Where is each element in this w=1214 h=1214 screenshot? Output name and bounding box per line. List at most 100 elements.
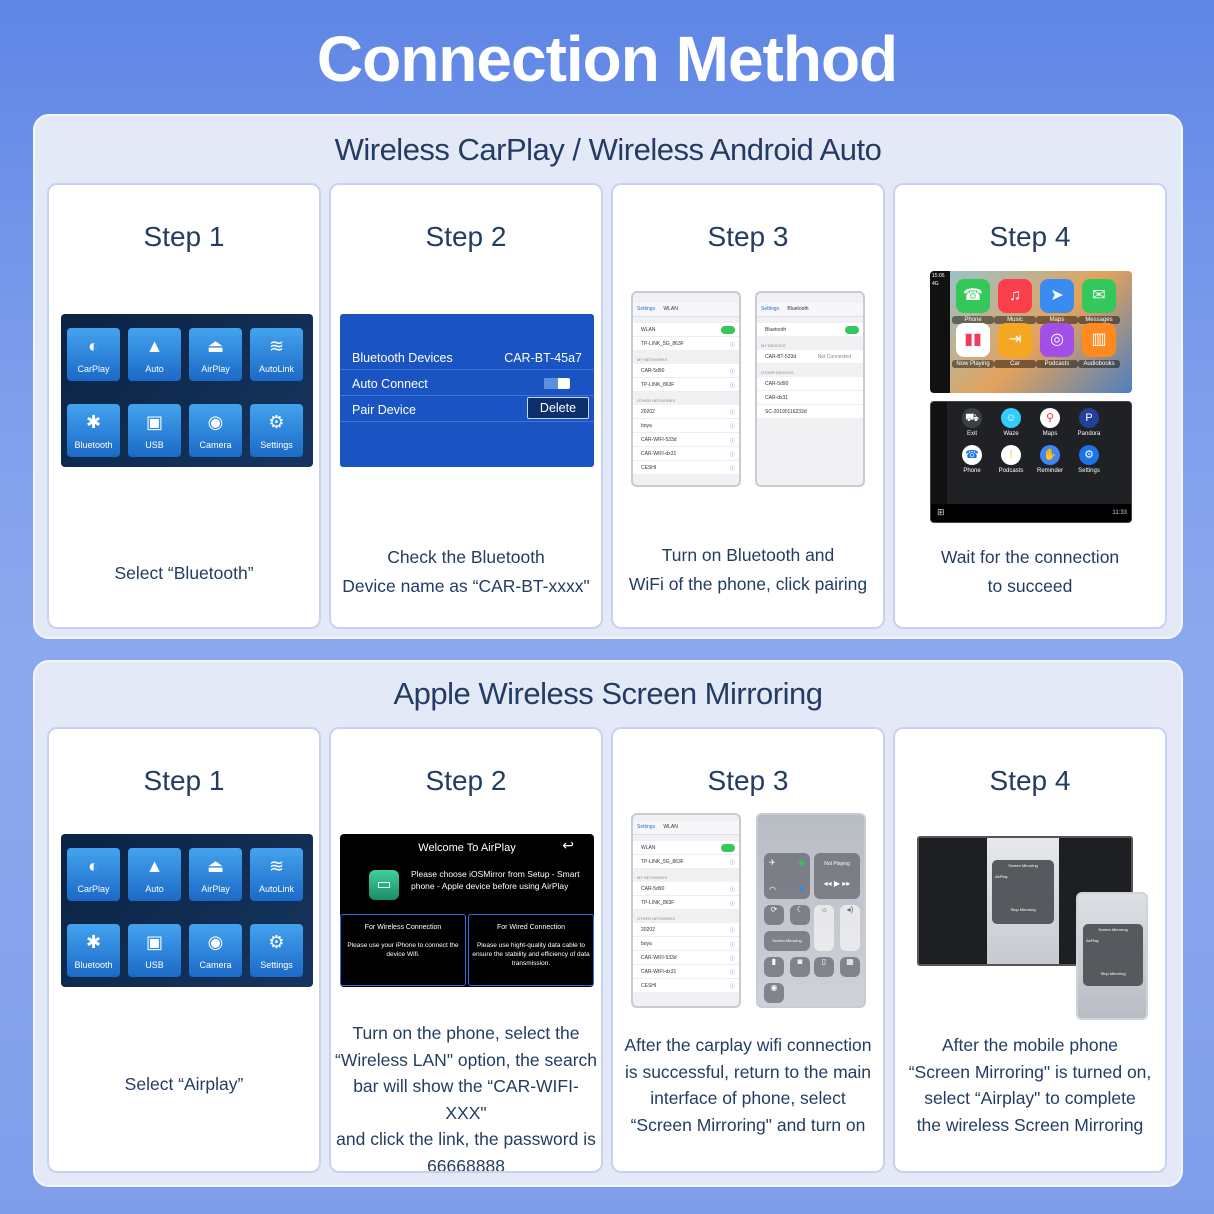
info-icon[interactable]: ⓘ <box>729 466 735 472</box>
info-icon[interactable]: ⓘ <box>729 438 735 444</box>
auto-connect-toggle[interactable] <box>544 378 570 389</box>
cellular-icon[interactable]: ◉ <box>798 858 805 867</box>
airplay-button[interactable]: ⏏AirPlay <box>189 328 242 381</box>
settings-button[interactable]: ⚙Settings <box>250 403 303 457</box>
maps-app[interactable]: ⚲Maps <box>1035 408 1065 437</box>
bluetooth-button[interactable]: ✱Bluetooth <box>67 403 120 457</box>
calculator-icon[interactable]: ▦ <box>840 957 860 977</box>
volume-slider[interactable]: ◂) <box>840 905 860 951</box>
bluetooth-devices-panel: Bluetooth Devices CAR-BT-45a7 Auto Conne… <box>340 314 594 467</box>
carplay-button[interactable]: ◐CarPlay <box>67 848 120 901</box>
exit-app[interactable]: ⛟Exit <box>957 408 987 437</box>
waze-icon: ☺ <box>1001 408 1021 428</box>
now-playing-app-icon[interactable]: ▮▮Now Playing <box>952 323 994 368</box>
step-title: Step 4 <box>989 765 1071 796</box>
info-icon[interactable]: ⓘ <box>729 860 735 866</box>
auto-button[interactable]: ▲Auto <box>128 328 181 381</box>
info-icon[interactable]: ⓘ <box>729 410 735 416</box>
waze-app[interactable]: ☺Waze <box>996 408 1026 437</box>
screen-mirroring-tile[interactable]: Screen Mirroring <box>764 931 810 951</box>
reminder-icon: ✋ <box>1040 445 1060 465</box>
rotation-lock-icon[interactable]: ⟳ <box>764 905 784 925</box>
do-not-disturb-icon[interactable]: ☾ <box>790 905 810 925</box>
remote-icon[interactable]: ▯ <box>814 957 834 977</box>
auto-button[interactable]: ▲Auto <box>128 848 181 901</box>
flashlight-icon[interactable]: ▮ <box>764 957 784 977</box>
settings-icon: ⚙ <box>1079 445 1099 465</box>
record-icon[interactable]: ◉ <box>764 983 784 1003</box>
music-app-icon[interactable]: ♫Music <box>994 279 1036 324</box>
camera-icon[interactable]: ◙ <box>790 957 810 977</box>
delete-button[interactable]: Delete <box>527 397 589 419</box>
settings-button[interactable]: ⚙Settings <box>250 923 303 977</box>
phone-app[interactable]: ☎Phone <box>957 445 987 474</box>
camera-button[interactable]: ◉Camera <box>189 923 242 977</box>
autolink-button[interactable]: ≋AutoLink <box>250 848 303 901</box>
usb-button[interactable]: ▣USB <box>128 403 181 457</box>
info-icon[interactable]: ⓘ <box>729 424 735 430</box>
step-card-2: Step 2 Bluetooth Devices CAR-BT-45a7 Aut… <box>329 183 603 629</box>
back-icon[interactable]: ↩ <box>562 837 574 853</box>
bluetooth-button[interactable]: ✱Bluetooth <box>67 923 120 977</box>
list-item[interactable]: CAR-5d90 <box>757 377 863 391</box>
airplane-mode-icon[interactable]: ✈ <box>769 858 776 867</box>
play-icon[interactable]: ◂◂ ▶ ▸▸ <box>823 879 851 888</box>
info-icon[interactable]: ⓘ <box>729 956 735 962</box>
info-icon[interactable]: ⓘ <box>729 369 735 375</box>
usb-button[interactable]: ▣USB <box>128 923 181 977</box>
podcasts-app-icon[interactable]: ◎Podcasts <box>1036 323 1078 368</box>
wifi-icon[interactable]: ◠ <box>769 885 776 894</box>
podcasts-app[interactable]: ⁞Podcasts <box>996 445 1026 474</box>
wired-connection-option[interactable]: For Wired Connection Please use hight-qu… <box>468 914 594 986</box>
info-icon[interactable]: ⓘ <box>729 928 735 934</box>
wlan-toggle[interactable] <box>721 844 735 852</box>
grid-icon[interactable]: ⊞ <box>937 507 945 517</box>
airplay-icon: ▭ <box>369 870 399 900</box>
maps-app-icon[interactable]: ➤Maps <box>1036 279 1078 324</box>
list-item[interactable]: SC-20190116233d <box>757 405 863 419</box>
bluetooth-toggle[interactable] <box>845 326 859 334</box>
info-icon[interactable]: ⓘ <box>729 452 735 458</box>
info-icon[interactable]: ⓘ <box>729 942 735 948</box>
settings-app[interactable]: ⚙Settings <box>1074 445 1104 474</box>
list-item[interactable]: CAR-dx31 <box>757 391 863 405</box>
reminder-app[interactable]: ✋Reminder <box>1035 445 1065 474</box>
info-icon[interactable]: ⓘ <box>729 901 735 907</box>
airplay-button[interactable]: ⏏AirPlay <box>189 848 242 901</box>
now-playing-tile[interactable]: Not Playing ◂◂ ▶ ▸▸ <box>814 853 860 899</box>
phone-app-icon[interactable]: ☎Phone <box>952 279 994 324</box>
car-app-icon[interactable]: ⇥Car <box>994 323 1036 368</box>
audiobooks-app-icon[interactable]: ▥Audiobooks <box>1078 323 1120 368</box>
camera-button[interactable]: ◉Camera <box>189 403 242 457</box>
messages-app-icon[interactable]: ✉Messages <box>1078 279 1120 324</box>
brightness-slider[interactable]: ☼ <box>814 905 834 951</box>
wlan-toggle[interactable] <box>721 326 735 334</box>
autolink-button[interactable]: ≋AutoLink <box>250 328 303 381</box>
carplay-button[interactable]: ◐CarPlay <box>67 328 120 381</box>
info-icon[interactable]: ⓘ <box>729 383 735 389</box>
info-icon[interactable]: ⓘ <box>729 887 735 893</box>
bluetooth-icon[interactable]: ✱ <box>798 885 805 894</box>
connectivity-tile[interactable]: ✈ ◉ ◠ ✱ <box>764 853 810 899</box>
info-icon[interactable]: ⓘ <box>729 984 735 990</box>
wireless-connection-option[interactable]: For Wireless Connection Please use your … <box>340 914 466 986</box>
info-icon[interactable]: ⓘ <box>729 342 735 348</box>
info-icon[interactable]: ⓘ <box>729 970 735 976</box>
